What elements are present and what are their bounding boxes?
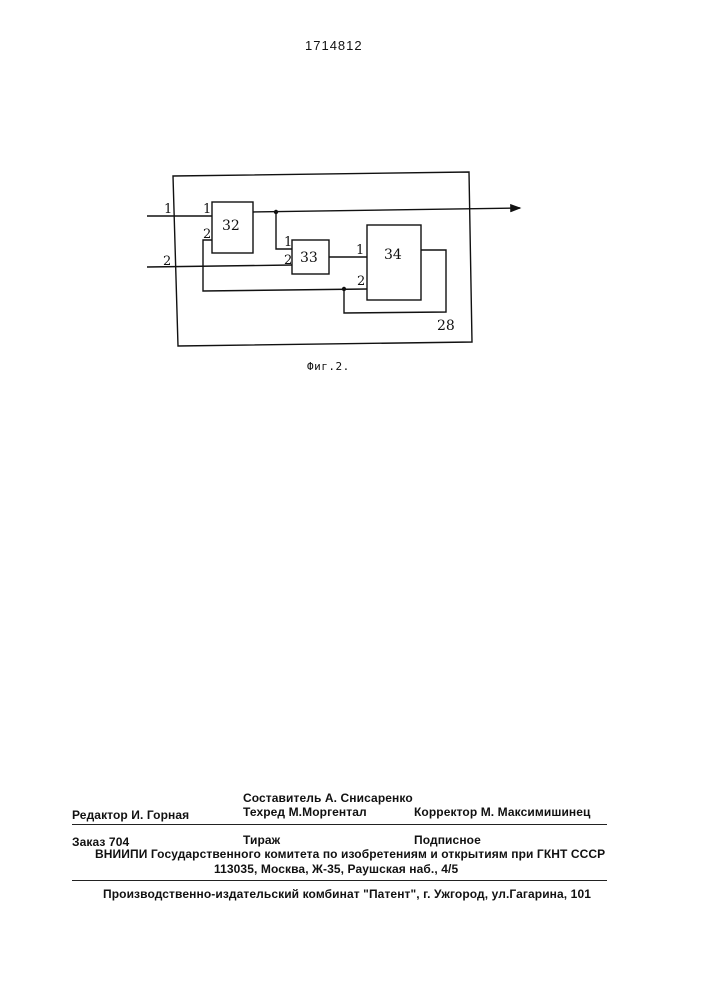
publisher: Производственно-издательский комбинат "П… — [103, 887, 591, 901]
editor: Редактор И. Горная — [72, 808, 189, 822]
block-diagram: 1 2 1 2 1 2 1 2 32 33 34 28 — [0, 0, 707, 400]
figure-caption: Фиг.2. — [307, 360, 350, 373]
output-line — [253, 208, 520, 212]
proofreader: Корректор М. Максимишинец — [414, 805, 591, 819]
block-32-label: 32 — [222, 218, 240, 234]
input-2-label: 2 — [163, 254, 171, 269]
outer-block-label: 28 — [437, 318, 455, 334]
rule-bottom — [72, 880, 607, 881]
tech-editor: Техред М.Моргентал — [243, 805, 367, 819]
block-33-label: 33 — [300, 250, 318, 266]
b33-port-1: 1 — [284, 235, 292, 250]
b32-port-2: 2 — [203, 227, 211, 242]
address: 113035, Москва, Ж-35, Раушская наб., 4/5 — [214, 862, 458, 876]
junction-top — [274, 210, 278, 214]
b32-port-1: 1 — [203, 202, 211, 217]
b33-port-2: 2 — [284, 253, 292, 268]
b34-port-2: 2 — [357, 274, 365, 289]
input-1-label: 1 — [164, 202, 172, 217]
b34-port-1: 1 — [356, 243, 364, 258]
junction-bottom — [342, 287, 346, 291]
outer-block-28 — [173, 172, 472, 346]
compiler: Составитель А. Снисаренко — [243, 791, 413, 805]
block-34-label: 34 — [384, 247, 402, 263]
rule-top — [72, 824, 607, 825]
circulation: Тираж — [243, 833, 280, 847]
institute: ВНИИПИ Государственного комитета по изоб… — [95, 847, 605, 861]
subscription: Подписное — [414, 833, 481, 847]
